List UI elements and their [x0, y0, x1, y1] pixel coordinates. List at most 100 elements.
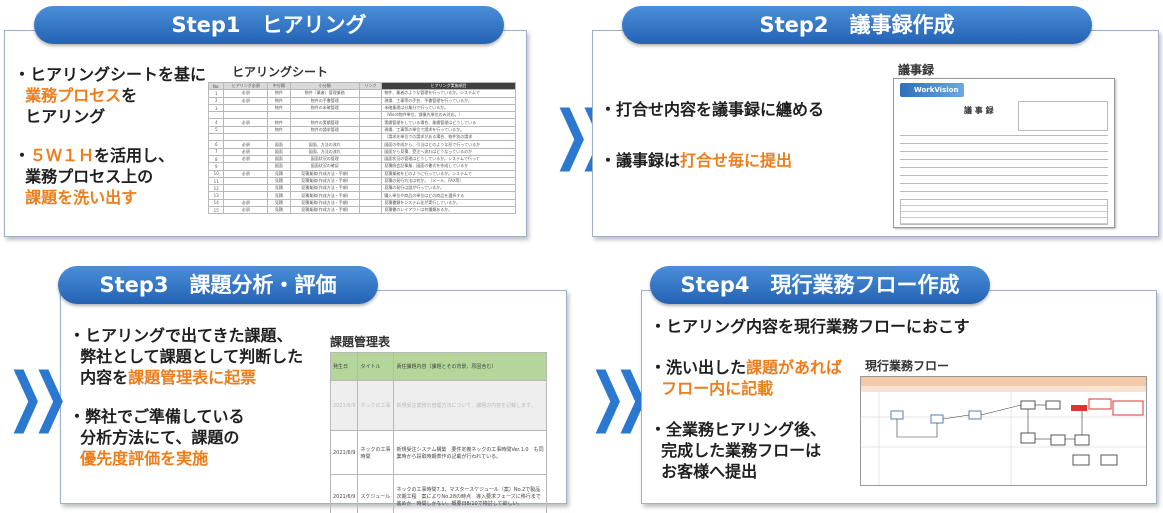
chevron-right-icon: ❯❯: [588, 360, 652, 434]
table-cell: 物件: [267, 125, 291, 135]
table-cell: 実績管理をしている場合、業績管理はどうしている: [381, 118, 516, 127]
table-cell: [223, 133, 269, 142]
step4-title: Step4 現行業務フロー作成: [650, 266, 990, 304]
table-cell: 見積業務(作成方法・手順): [289, 198, 360, 208]
table-cell: 図面から見積、受注へ流れはどうなっているのか: [381, 147, 516, 156]
table-cell: [358, 125, 383, 135]
business-flow-diagram: [860, 376, 1147, 486]
table-cell: 7: [207, 147, 225, 156]
table-cell: 9: [207, 162, 225, 171]
table-cell: 見積照会記事業、図面の書式を作成しているか: [381, 162, 516, 171]
table-cell: 見積書のレイアウトは何種類あるか。: [381, 206, 516, 215]
chevron-right-icon: ❯❯: [6, 360, 70, 434]
table-cell: 物件の手書管理: [289, 96, 360, 105]
hearing-col-header: ヒアリング必須: [223, 81, 269, 91]
table-cell: [358, 191, 383, 200]
minutes-label: 議事録: [898, 63, 935, 77]
issue-col-title: タイトル: [357, 352, 395, 381]
table-cell: 現場、工事等の手芸、予書管理を行っているか。: [381, 96, 516, 105]
issue-col-date: 発生日: [329, 352, 359, 381]
table-cell: 物件（業者）管理業務: [289, 89, 360, 98]
hearing-col-header: No.: [207, 81, 225, 91]
table-cell: [289, 111, 360, 120]
table-cell: [358, 118, 383, 127]
table-cell: 図面: [267, 147, 291, 156]
step4-bullets: ・ヒアリング内容を現行業務フローにおこす ・洗い出した課題があれば フロー内に記…: [650, 316, 970, 500]
step4-bullet-3: ・全業務ヒアリング後、 完成した業務フローは お客様へ提出: [650, 420, 827, 481]
table-cell: 見積: [267, 206, 291, 215]
table-cell: 図面、方法の流れ: [289, 147, 360, 156]
table-cell: 見積業務(作成方法・手順): [289, 206, 360, 215]
table-cell: 見積業務(作成方法・手順): [289, 184, 360, 193]
table-cell: [358, 206, 383, 215]
table-cell: 5: [207, 125, 225, 135]
table-cell: 物件: [267, 118, 291, 127]
table-cell: 物件の請求管理: [289, 125, 360, 135]
table-cell: 14: [207, 198, 225, 208]
step3-bullet-1: ・ヒアリングで出てきた課題、 弊社として課題として判断した 内容を課題管理表に起…: [69, 326, 304, 387]
table-cell: 見積の発行方法は何か。（メール、FAX等）: [381, 176, 516, 186]
table-cell: 必須: [223, 206, 269, 215]
table-cell: [358, 140, 383, 149]
table-cell: 6: [207, 140, 225, 149]
table-cell: [223, 103, 269, 113]
table-cell: 見積: [267, 191, 291, 200]
hearing-sheet-label: ヒアリングシート: [232, 65, 329, 79]
step4-bullet-2: ・洗い出した課題があれば フロー内に記載: [650, 358, 843, 398]
step3-bullet-2: ・弊社でご準備している 分析方法にて、課題の 優先度評価を実施: [69, 407, 245, 468]
table-cell: 見積書類をシステム化が実行しているか。: [381, 198, 516, 208]
table-cell: 必須: [223, 169, 269, 178]
table-cell: [223, 191, 269, 200]
table-cell: 見積業務(作成方法・手順): [289, 176, 360, 186]
step2-bullet-2: ・議事録は打合せ毎に提出: [600, 151, 793, 170]
table-cell: 必須: [223, 140, 269, 149]
table-cell: 8: [207, 154, 225, 164]
table-cell: 図面状況の管理: [289, 154, 360, 164]
step1-bullet-2: ・５Ｗ１Ｈを活用し、 業務プロセス上の 課題を洗い出す: [14, 146, 175, 207]
table-cell: [358, 147, 383, 156]
table-cell: 物件の未確管理: [289, 103, 360, 113]
table-cell: [267, 111, 291, 120]
table-cell: 購入単位や商品の単位はどの商品を選択する: [381, 191, 516, 200]
step1-title: Step1 ヒアリング: [34, 6, 504, 44]
table-row: 2021/6/9 スケジュール ネックの工事時間7.3、マスタースケジュール（案…: [329, 474, 547, 513]
step1-bullet-1: ・ヒアリングシートを基に 業務プロセスを ヒアリング: [14, 65, 207, 126]
table-cell: 未確業理は分業分で行っているか。: [381, 103, 516, 113]
table-cell: 見積業務(作成方法・手順): [289, 191, 360, 200]
table-cell: [267, 133, 291, 142]
table-cell: [358, 133, 383, 142]
table-cell: [358, 111, 383, 120]
table-cell: 物件: [267, 96, 291, 105]
table-cell: 図面: [267, 154, 291, 164]
table-cell: [358, 176, 383, 186]
flow-label: 現行業務フロー: [865, 359, 950, 373]
issue-management-table: 発生日 タイトル 責任課題内容（課題とその背景、原因含む） 2021/6/9 ネ…: [329, 352, 547, 513]
table-cell: 図面の作成から、引当はどのような形で行っているか: [381, 140, 516, 149]
step3-bullets: ・ヒアリングで出てきた課題、 弊社として課題として判断した 内容を課題管理表に起…: [69, 325, 303, 487]
table-cell: [358, 89, 383, 98]
step2-bullets: ・打合せ内容を議事録に纏める ・議事録は打合せ毎に提出: [600, 99, 824, 189]
table-cell: [358, 96, 383, 105]
step2-bullet-1: ・打合せ内容を議事録に纏める: [600, 100, 825, 119]
hearing-col-header: リンク: [358, 81, 383, 91]
table-cell: 11: [207, 176, 225, 186]
table-cell: （請求先単位での請求がある場合、物件別の請求: [381, 133, 516, 142]
table-cell: 2: [207, 96, 225, 105]
minutes-document: WorkVision 議 事 録: [893, 78, 1115, 228]
minutes-header-box: [1018, 101, 1108, 131]
minutes-heading: 議 事 録: [964, 106, 994, 115]
table-cell: [223, 176, 269, 186]
table-cell: [358, 103, 383, 113]
